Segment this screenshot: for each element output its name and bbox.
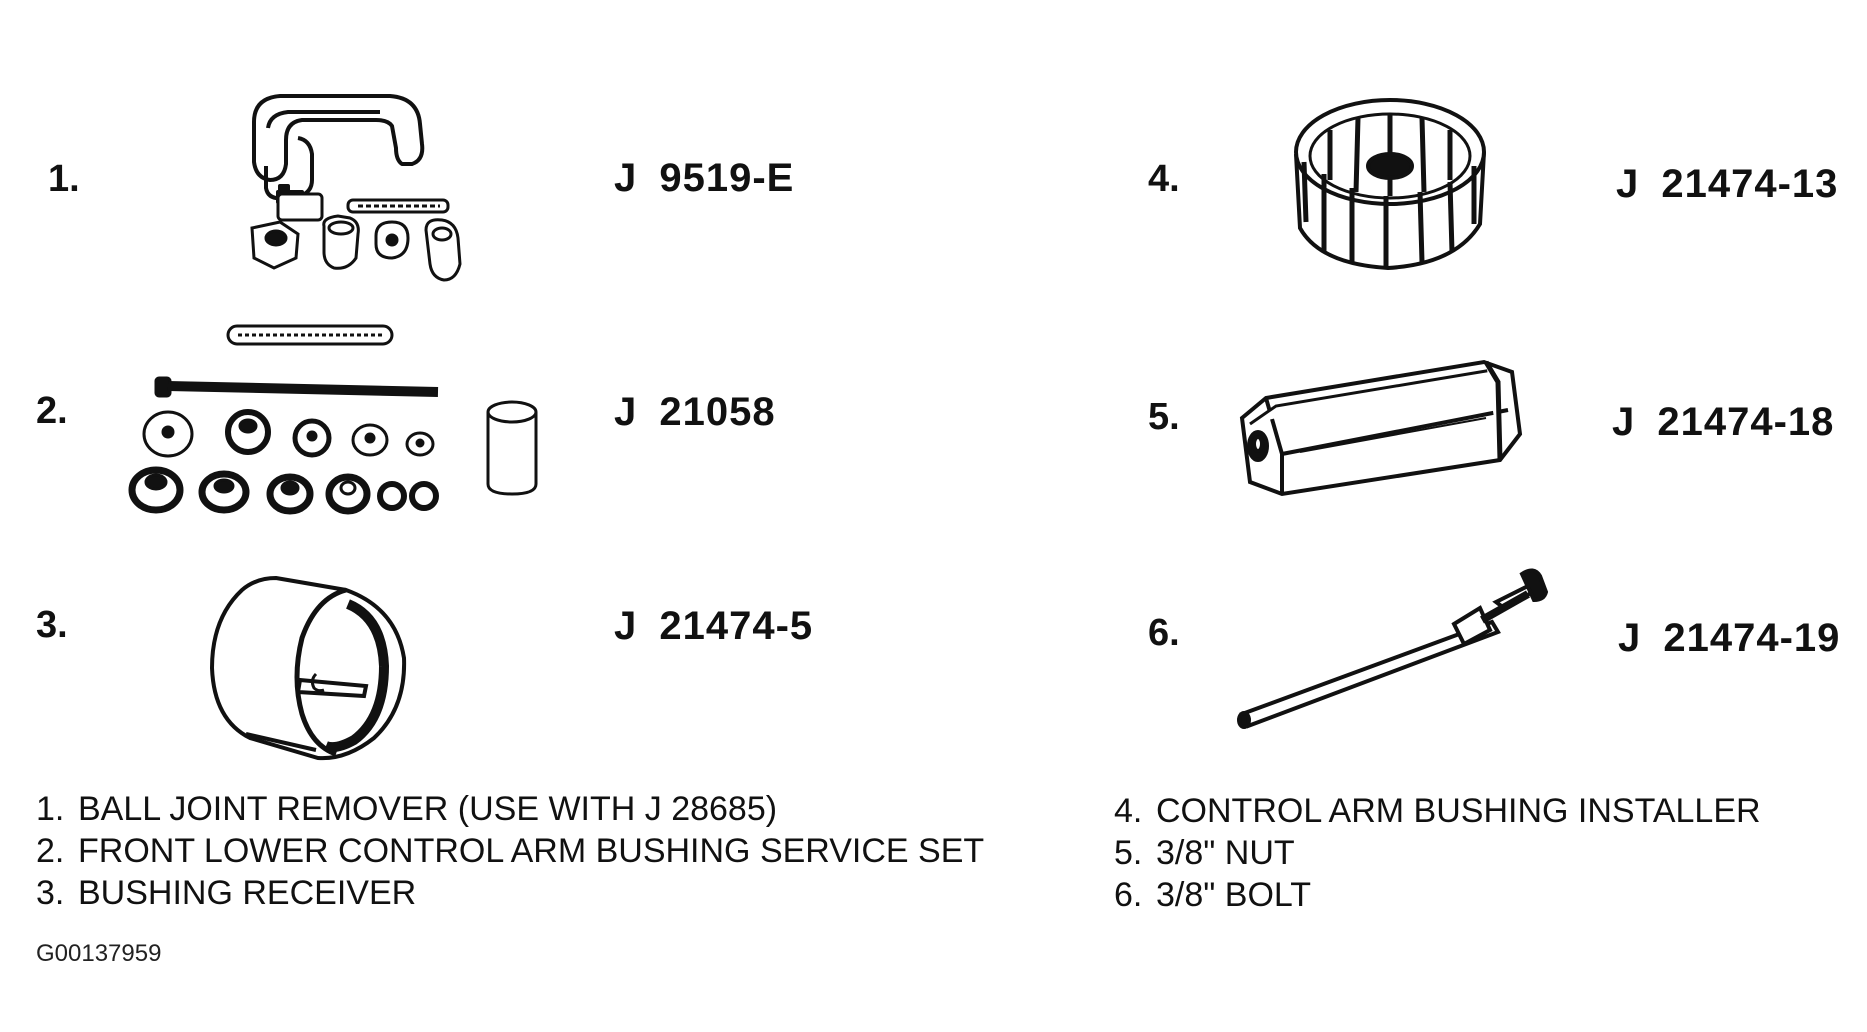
part-number-6: J 21474-19 bbox=[1618, 616, 1841, 660]
legend-item: 5. 3/8" NUT bbox=[1114, 832, 1761, 874]
figure-id: G00137959 bbox=[36, 940, 162, 967]
legend-left: 1.BALL JOINT REMOVER (USE WITH J 28685) … bbox=[36, 788, 984, 914]
bolt-illustration bbox=[1237, 568, 1549, 729]
item-number-2: 2. bbox=[36, 390, 68, 432]
legend-item-number: 1. bbox=[36, 790, 65, 828]
part-number-3: J 21474-5 bbox=[614, 604, 814, 648]
legend-item-number: 3. bbox=[36, 874, 65, 912]
legend-item-text: FRONT LOWER CONTROL ARM BUSHING SERVICE … bbox=[78, 832, 985, 870]
legend-item-number: 5. bbox=[1114, 834, 1143, 872]
legend-item-text: BUSHING RECEIVER bbox=[78, 874, 417, 912]
legend-item: 1. BALL JOINT REMOVER (USE WITH J 28685) bbox=[36, 788, 984, 830]
part-number-4: J 21474-13 bbox=[1616, 162, 1839, 206]
legend-item: 3. BUSHING RECEIVER bbox=[36, 872, 984, 914]
item-number-1: 1. bbox=[48, 158, 80, 200]
part-number-5: J 21474-18 bbox=[1612, 400, 1835, 444]
legend-right: 4. CONTROL ARM BUSHING INSTALLER 5. 3/8" N… bbox=[1114, 790, 1761, 916]
item-number-6: 6. bbox=[1148, 612, 1180, 654]
legend-item-text: BALL JOINT REMOVER (USE WITH J 28685) bbox=[78, 790, 778, 828]
part-number-2: J 21058 bbox=[614, 390, 776, 434]
item-number-5: 5. bbox=[1148, 396, 1180, 438]
legend-item-number: 4. bbox=[1114, 792, 1143, 830]
legend-item: 2. FRONT LOWER CONTROL ARM BUSHING SERVIC… bbox=[36, 830, 984, 872]
nut-illustration bbox=[1239, 359, 1523, 497]
legend-item-number: 2. bbox=[36, 832, 65, 870]
item-number-4: 4. bbox=[1148, 158, 1180, 200]
item-number-3: 3. bbox=[36, 604, 68, 646]
ball-joint-remover-illustration bbox=[250, 94, 462, 282]
bushing-receiver-illustration bbox=[209, 575, 407, 761]
part-number-1: J 9519-E bbox=[614, 156, 795, 200]
legend-item-text: CONTROL ARM BUSHING INSTALLER bbox=[1156, 792, 1761, 830]
legend-item-number: 6. bbox=[1114, 876, 1143, 914]
legend-item-text: 3/8" NUT bbox=[1156, 834, 1295, 872]
legend-item: 4. CONTROL ARM BUSHING INSTALLER bbox=[1114, 790, 1761, 832]
bushing-service-set-illustration bbox=[128, 324, 538, 515]
legend-item: 6. 3/8" BOLT bbox=[1114, 874, 1761, 916]
legend-item-text: 3/8" BOLT bbox=[1156, 876, 1312, 914]
bushing-installer-illustration bbox=[1294, 98, 1486, 271]
